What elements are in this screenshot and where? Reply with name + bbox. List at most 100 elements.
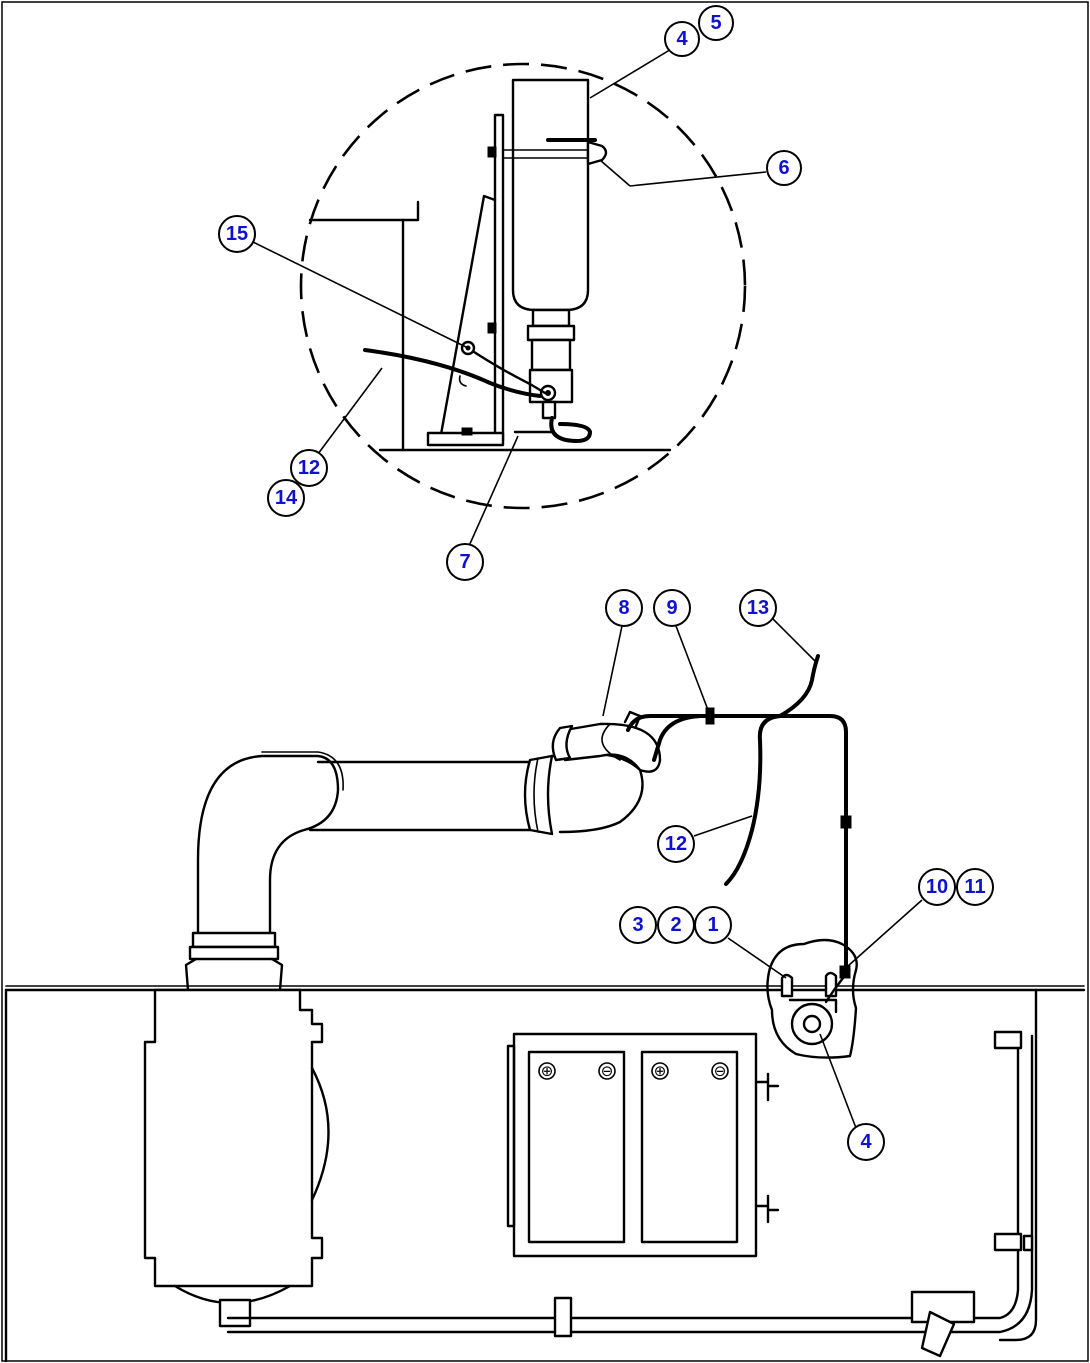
battery-right-neg-symbol: ⊖ (714, 1062, 727, 1080)
battery-left-neg-symbol: ⊖ (601, 1062, 614, 1080)
air-cleaner (143, 988, 324, 1288)
detail-view (299, 62, 747, 510)
callout-11-label: 11 (964, 876, 985, 898)
callout-4-bottom-label: 4 (860, 1131, 872, 1153)
elbow-clamp-ring (601, 723, 621, 761)
leader-13 (771, 617, 817, 663)
harness-branch-to-elbow (652, 714, 702, 762)
duct-coupler-mid (523, 754, 554, 836)
callout-5-label: 5 (710, 12, 721, 34)
battery-right-neg-terminal (711, 1062, 729, 1080)
pipe-fitting (920, 1310, 956, 1358)
duct-coupler-mid-band (533, 757, 539, 833)
callout-2: 2 (657, 906, 695, 944)
motor-bracket (788, 998, 838, 1014)
callout-13-label: 13 (747, 597, 769, 619)
leader-10 (847, 899, 923, 967)
mounting-bracket (493, 113, 505, 442)
harness-clip-9 (705, 707, 715, 725)
detail-wire-12 (363, 348, 542, 398)
wire-13 (778, 654, 820, 718)
bracket-bolt-mid (487, 322, 497, 334)
leader-6-end (599, 159, 631, 187)
air-cleaner-outlet (218, 1298, 252, 1328)
pipe-clip-small (1022, 1234, 1034, 1252)
motor-pulley-hub (802, 1014, 822, 1034)
air-cleaner-side-bulge (310, 1066, 330, 1202)
elbow-sensor-mount (623, 710, 642, 728)
leader-8 (602, 625, 623, 717)
leader-15 (252, 241, 469, 349)
bracket-gusset (438, 194, 497, 442)
bracket-bolt-top (487, 146, 497, 158)
callout-12-mid-label: 12 (665, 833, 687, 855)
callout-12-top-label: 12 (298, 457, 320, 479)
main-view: ⊕ ⊖ ⊕ ⊖ (4, 654, 1086, 1363)
callout-15-label: 15 (226, 223, 248, 245)
callout-15: 15 (218, 215, 256, 253)
leader-4-bottom (819, 1033, 857, 1129)
pipe-clip-upper (993, 1030, 1023, 1050)
bottle (511, 78, 590, 312)
frame-top-ledge (308, 200, 420, 222)
harness-branch-12 (724, 714, 782, 886)
harness-main (626, 714, 848, 976)
battery-left-pos-terminal (538, 1062, 556, 1080)
bottle-neck (531, 308, 571, 328)
upper-elbow (550, 752, 644, 834)
leader-9 (675, 625, 709, 711)
intake-duct-elbow (196, 754, 340, 937)
leader-12-mid (693, 815, 753, 837)
wire-clip (458, 375, 467, 387)
upper-elbow-end (563, 722, 662, 773)
pipe-clamp-left (553, 1296, 573, 1338)
solenoid-terminal-pin (545, 390, 551, 396)
callout-14-label: 14 (275, 487, 298, 509)
callout-3-label: 3 (632, 914, 643, 936)
battery-left-pos-symbol: ⊕ (541, 1062, 554, 1080)
callout-6: 6 (766, 150, 802, 186)
callout-4-top-label: 4 (676, 28, 688, 50)
detail-wire-15 (466, 346, 547, 395)
harness-terminal-lead (824, 972, 848, 1004)
valve-body (530, 338, 572, 372)
callout-9: 9 (653, 589, 691, 627)
leader-1 (727, 937, 787, 979)
intake-coupling (191, 931, 277, 949)
elbow-clamp (551, 724, 574, 762)
detail-boundary (299, 62, 747, 510)
callout-1: 1 (694, 906, 732, 944)
callouts: 4 5 6 15 12 14 7 8 (218, 5, 994, 1161)
intake-duct-inner (261, 751, 344, 791)
leader-7 (468, 435, 519, 547)
callout-4-top: 4 (664, 21, 700, 57)
callout-7: 7 (446, 543, 484, 581)
strap-clamp (586, 140, 608, 166)
battery-left-neg-terminal (598, 1062, 616, 1080)
callout-8: 8 (605, 589, 643, 627)
callout-11: 11 (956, 868, 994, 906)
callout-9-label: 9 (666, 597, 677, 619)
callout-12-mid: 12 (657, 825, 695, 863)
leader-6 (629, 171, 767, 187)
battery-box-lip (506, 1044, 516, 1228)
intake-neck (184, 957, 284, 992)
callout-8-label: 8 (618, 597, 629, 619)
harness-clip-right (840, 815, 852, 829)
battery-box-latch-bottom (754, 1194, 780, 1224)
battery-left (527, 1050, 626, 1244)
callout-10: 10 (918, 868, 956, 906)
terminal-post-left (780, 973, 794, 998)
callout-2-label: 2 (670, 914, 681, 936)
callout-13: 13 (739, 589, 777, 627)
chassis-right-edge (998, 988, 1038, 1342)
leader-12-top (311, 367, 383, 463)
leader-4-top (589, 47, 674, 99)
base-bolt (461, 427, 473, 436)
valve-upper (526, 324, 576, 342)
callout-7-label: 7 (459, 551, 470, 573)
battery-box-latch-top (754, 1072, 780, 1102)
battery-right-pos-terminal (651, 1062, 669, 1080)
